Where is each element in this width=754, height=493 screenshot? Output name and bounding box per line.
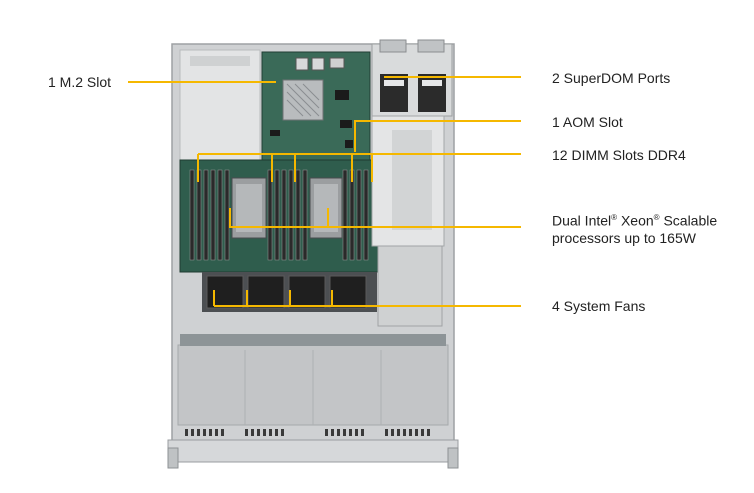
callout-lines bbox=[128, 76, 521, 307]
rear-bay bbox=[179, 49, 261, 161]
label-m2-slot: 1 M.2 Slot bbox=[48, 74, 112, 90]
label-processors-part2: Xeon bbox=[617, 212, 654, 229]
label-dimm-slots: 12 DIMM Slots DDR4 bbox=[552, 147, 686, 163]
label-processors-part1: Dual Intel bbox=[552, 212, 612, 229]
label-processors-part3: Scalable bbox=[659, 212, 718, 229]
label-system-fans: 4 System Fans bbox=[552, 298, 646, 314]
label-superdom-ports: 2 SuperDOM Ports bbox=[552, 70, 671, 86]
dimm-slots bbox=[189, 169, 369, 261]
registered-mark: ® bbox=[611, 213, 618, 222]
power-supplies bbox=[371, 39, 453, 327]
callout-aom bbox=[354, 120, 521, 152]
label-processors-line2: processors up to 165W bbox=[552, 229, 696, 246]
registered-mark: ® bbox=[653, 213, 660, 222]
callout-cpu bbox=[229, 208, 521, 228]
label-processors: Dual Intel® Xeon® Scalable processors up… bbox=[552, 209, 717, 247]
label-aom-slot: 1 AOM Slot bbox=[552, 114, 623, 130]
